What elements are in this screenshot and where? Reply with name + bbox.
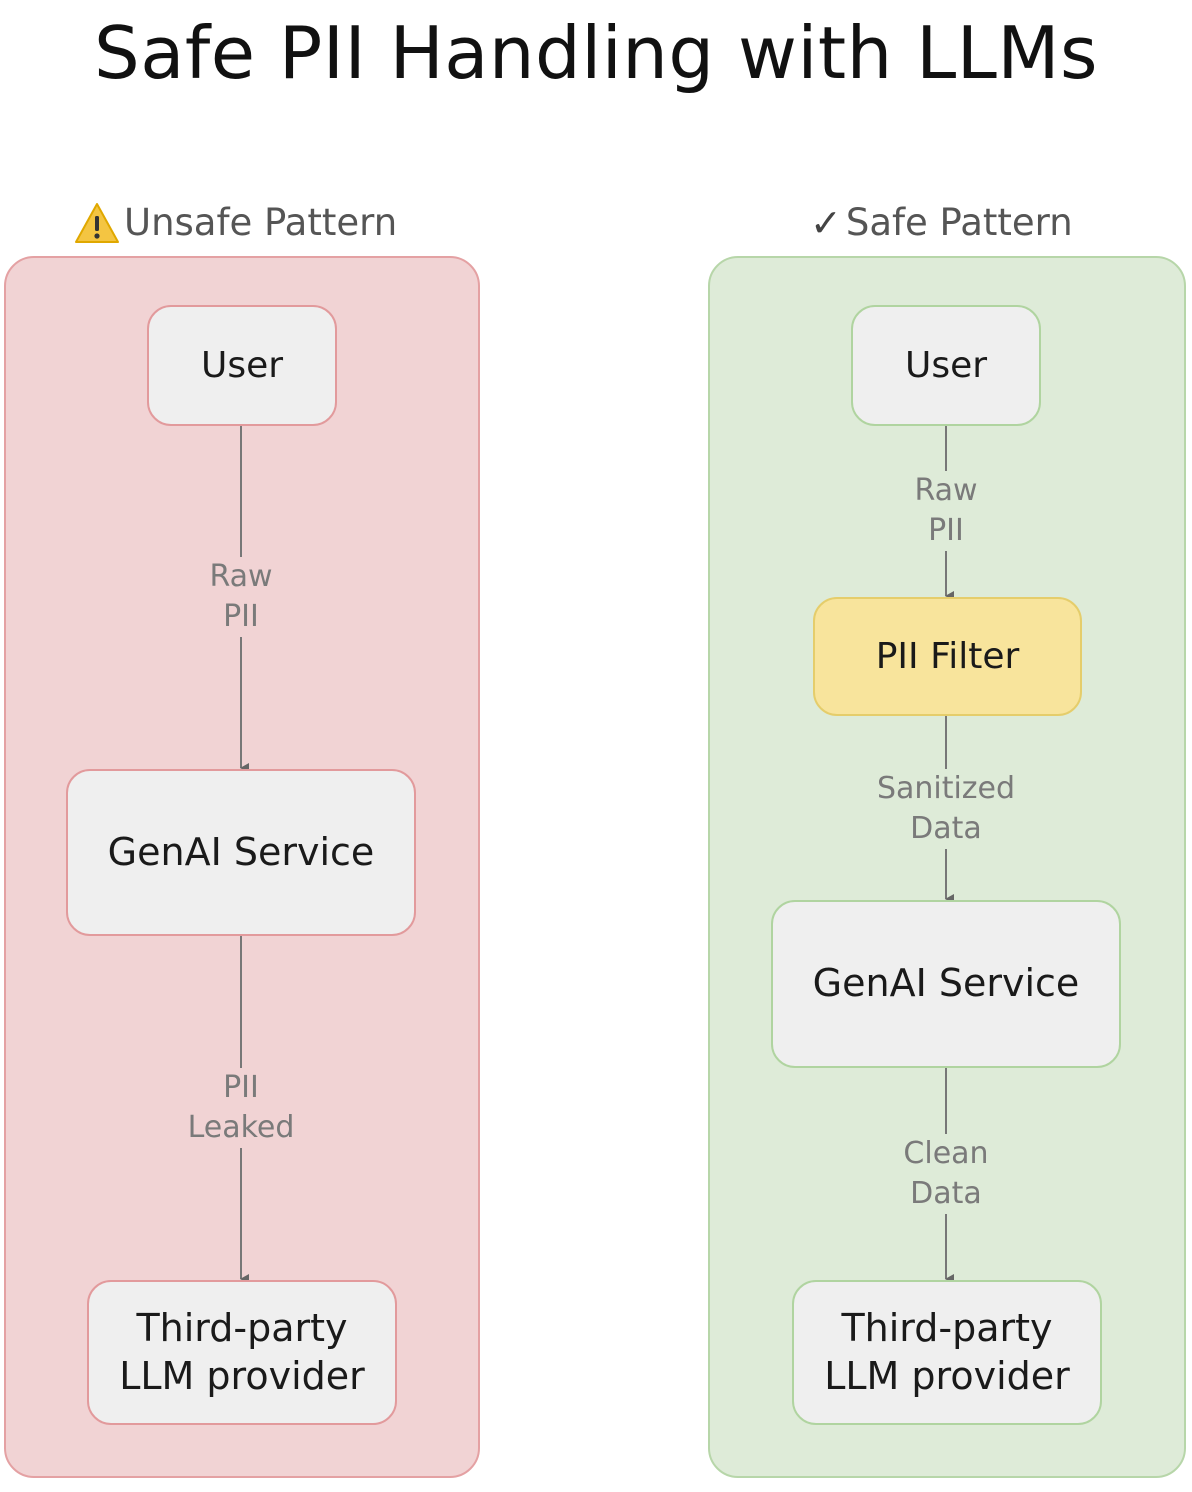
unsafe-heading: Unsafe Pattern: [74, 200, 397, 246]
safe-heading: ✓ Safe Pattern: [810, 200, 1073, 246]
safe-provider-label: Third-party LLM provider: [824, 1306, 1070, 1398]
safe-genai-label: GenAI Service: [812, 961, 1080, 1006]
pii-filter-node: PII Filter: [813, 597, 1082, 716]
unsafe-heading-label: Unsafe Pattern: [124, 201, 398, 244]
safe-user-label: User: [904, 345, 988, 386]
pii-filter-label: PII Filter: [875, 636, 1020, 677]
safe-provider-node: Third-party LLM provider: [792, 1280, 1102, 1425]
warning-icon: [75, 203, 119, 243]
safe-user-node: User: [851, 305, 1041, 426]
unsafe-provider-node: Third-party LLM provider: [87, 1280, 397, 1425]
safe-heading-label: Safe Pattern: [845, 201, 1073, 244]
edge-label-sanitized-data: Sanitized Data: [866, 769, 1026, 849]
unsafe-user-label: User: [200, 345, 284, 386]
edge-label-raw-pii-safe: Raw PII: [891, 471, 1001, 551]
diagram-title: Safe PII Handling with LLMs: [94, 11, 1098, 95]
unsafe-provider-label: Third-party LLM provider: [119, 1306, 365, 1398]
edge-label-clean-data: Clean Data: [891, 1134, 1001, 1214]
edge-label-raw-pii-unsafe: Raw PII: [181, 557, 301, 637]
edge-label-pii-leaked: PII Leaked: [171, 1068, 311, 1148]
unsafe-user-node: User: [147, 305, 337, 426]
unsafe-genai-label: GenAI Service: [107, 829, 375, 874]
unsafe-genai-node: GenAI Service: [66, 769, 416, 936]
check-icon: ✓: [810, 201, 842, 245]
safe-genai-node: GenAI Service: [771, 900, 1121, 1068]
